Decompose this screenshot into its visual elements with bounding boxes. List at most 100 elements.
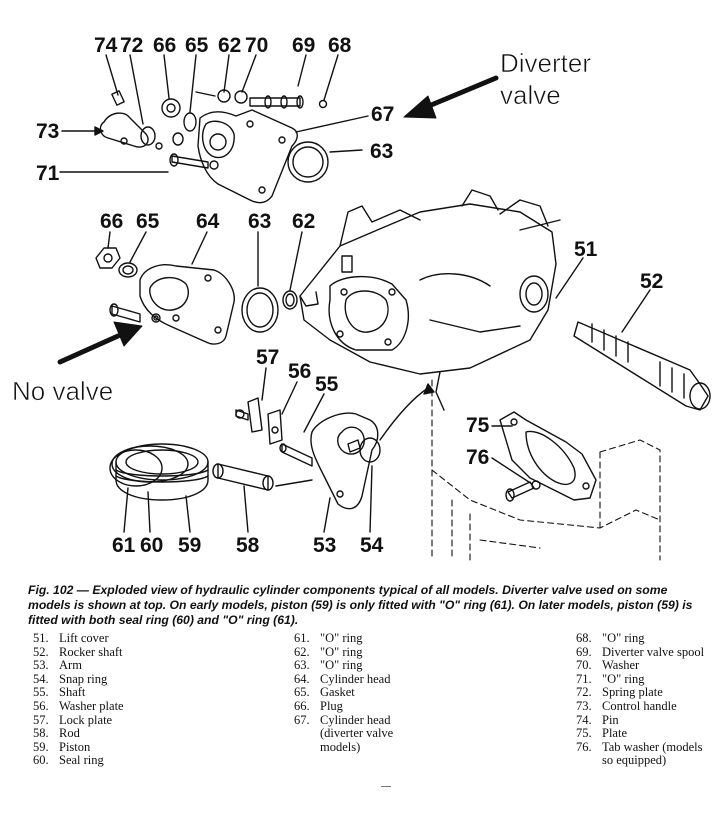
legend-item-label: Gasket	[320, 685, 355, 700]
piston-arm-assembly	[109, 367, 435, 533]
diverter-valve-note-line1: Diverter	[500, 48, 591, 78]
legend-item-label: Rocker shaft	[59, 644, 123, 659]
legend-item-label: Seal ring	[59, 753, 104, 768]
callout-61: 61	[112, 534, 136, 557]
legend-item-number: 64.	[294, 671, 310, 686]
legend-item: 74. Pin	[576, 712, 704, 728]
legend-item-label: Washer	[602, 658, 640, 673]
cylinder-head-assembly	[57, 231, 303, 365]
legend-item-number: 69.	[576, 644, 592, 659]
callout-66-top: 66	[153, 34, 176, 57]
callout-62: 62	[292, 210, 315, 233]
legend-item-label: Pin	[602, 712, 619, 727]
legend-item: 58.Rod	[33, 727, 124, 741]
callout-67: 67	[371, 103, 394, 126]
legend-item-label: Plate	[602, 726, 627, 741]
legend-item: 75.Plate	[576, 727, 704, 741]
callout-63: 63	[248, 210, 271, 233]
callout-66: 66	[100, 210, 123, 233]
legend-item: 61. "O" ring	[294, 631, 393, 646]
legend-item-label: Snap ring	[59, 671, 108, 686]
legend-item: 55.Shaft	[33, 686, 124, 700]
callout-51: 51	[574, 238, 598, 261]
legend-item-label: "O" ring	[320, 644, 363, 659]
callout-68: 68	[328, 34, 352, 57]
legend-item-number: 67.	[294, 712, 310, 727]
diverter-valve-assembly	[59, 54, 499, 204]
parts-legend-column-2: 61. "O" ring 62. "O" ring 63. "O" ring 64. Cyli…	[294, 631, 394, 755]
callout-labels: 74 72 66 65 62 70 69 68 73 67 63 71 66 6…	[36, 34, 663, 557]
legend-item: 59.Piston	[33, 740, 124, 755]
legend-item-number: 61.	[294, 631, 310, 645]
legend-item: 72. Spring plate	[576, 686, 704, 700]
legend-item: 52. Rocker shaft	[33, 644, 124, 660]
legend-item-label: Plug	[320, 698, 343, 713]
housing-outline	[431, 379, 661, 561]
legend-item: 71. "O" ring	[576, 671, 704, 687]
legend-item-label: Rod	[59, 726, 80, 741]
plate-assembly	[491, 411, 597, 502]
callout-56: 56	[288, 360, 311, 383]
scan-mark	[381, 786, 391, 787]
legend-item-number: 71.	[576, 671, 592, 686]
legend-item-label: "O" ring	[602, 671, 645, 686]
legend-item-number: 65.	[294, 685, 310, 700]
legend-item-number: 56.	[33, 698, 49, 713]
legend-item: 54.Snap ring	[33, 671, 124, 687]
legend-item-label: Spring plate	[602, 685, 663, 700]
callout-74: 74	[94, 34, 118, 57]
legend-item: 73.Control handle	[576, 698, 704, 714]
callout-57: 57	[256, 346, 279, 369]
lift-cover	[299, 189, 711, 411]
legend-item: 66.Plug	[294, 698, 393, 714]
legend-item-label: Lift cover	[59, 631, 109, 645]
legend-item: 65. Gasket	[294, 686, 393, 700]
legend-item: 62. "O" ring	[294, 644, 393, 660]
legend-item: 60. Seal ring	[33, 754, 124, 768]
legend-item-number: 53.	[33, 658, 49, 673]
callout-69: 69	[292, 34, 315, 57]
legend-item-label: "O" ring	[320, 631, 363, 645]
legend-item: 57.Lock plate	[33, 713, 124, 728]
legend-item-number: 52.	[33, 644, 49, 659]
legend-item: 69. Diverter valve spool	[576, 644, 705, 660]
callout-76: 76	[466, 446, 489, 469]
legend-item-label: Control handle	[602, 698, 677, 713]
callout-73: 73	[36, 120, 59, 143]
callout-53: 53	[313, 534, 336, 557]
callout-75: 75	[466, 414, 490, 437]
legend-item-number: 68.	[576, 631, 592, 645]
callout-62-top: 62	[218, 34, 241, 57]
legend-item-number: 62.	[294, 644, 310, 659]
legend-item: 51. Lift cover	[33, 631, 124, 646]
callout-65: 65	[136, 210, 160, 233]
legend-item: 67. Cylinder head (diverter valve models)	[294, 712, 394, 755]
legend-item-label: Cylinder head	[320, 671, 391, 686]
legend-item-number: 74.	[576, 712, 592, 727]
legend-item-number: 76.	[576, 739, 592, 754]
legend-item-label: "O" ring	[320, 658, 363, 673]
legend-item-number: 70.	[576, 658, 592, 673]
legend-item-number: 51.	[33, 631, 49, 645]
legend-item-number: 63.	[294, 658, 310, 673]
callout-71: 71	[36, 162, 60, 185]
callout-54: 54	[360, 534, 384, 557]
legend-item-number: 60.	[33, 753, 49, 768]
legend-item-label: Diverter valve spool	[602, 644, 705, 659]
legend-item: 63. "O" ring	[294, 659, 393, 673]
legend-item: 68."O" ring	[576, 631, 704, 646]
callout-72: 72	[120, 34, 143, 57]
exploded-view-diagram: 74 72 66 65 62 70 69 68 73 67 63 71 66 6…	[12, 34, 711, 561]
callout-59: 59	[178, 534, 201, 557]
legend-item-label: Arm	[59, 658, 82, 673]
legend-item: 76.Tab washer (models so equipped)	[576, 739, 704, 768]
callout-60: 60	[140, 534, 163, 557]
legend-item-label: Cylinder head (diverter valve models)	[320, 712, 394, 754]
callout-63-top: 63	[370, 140, 393, 163]
legend-item-number: 72.	[576, 685, 592, 700]
callout-52: 52	[640, 270, 663, 293]
legend-item-number: 55.	[33, 685, 49, 700]
legend-item: 56.Washer plate	[33, 698, 124, 714]
